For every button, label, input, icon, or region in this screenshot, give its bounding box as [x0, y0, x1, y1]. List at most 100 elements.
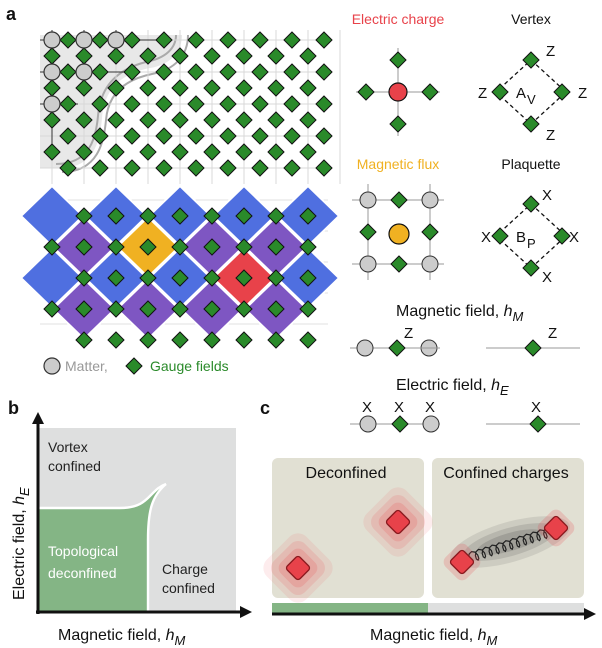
plaquette-title: Plaquette	[501, 156, 560, 172]
gauge-field	[91, 127, 109, 145]
gauge-field	[315, 31, 333, 49]
plaquette-operator: X X X X B P	[481, 187, 579, 286]
electric-charge-title: Electric charge	[352, 11, 445, 27]
gauge-field	[123, 127, 141, 145]
gauge-field	[187, 127, 205, 145]
plaquette-b-sub: P	[527, 236, 536, 251]
gauge-field	[75, 238, 93, 256]
vertex-z-left: Z	[478, 85, 487, 102]
gauge-field	[91, 95, 109, 113]
gauge-field	[171, 111, 189, 129]
panel-b-label: b	[8, 398, 19, 418]
confined-bar	[428, 603, 584, 613]
gauge-field	[219, 159, 237, 177]
plaquette-b: B	[516, 229, 526, 246]
gauge-field	[203, 238, 221, 256]
gauge-field	[171, 331, 189, 349]
gauge-field	[123, 95, 141, 113]
gauge-field	[219, 95, 237, 113]
gauge-field	[139, 207, 157, 225]
gauge-field	[139, 47, 157, 65]
gauge-field	[187, 95, 205, 113]
gauge-field	[267, 143, 285, 161]
gauge-field	[299, 331, 317, 349]
gauge-field	[171, 300, 189, 318]
gauge-field	[91, 159, 109, 177]
confined-title: Confined charges	[443, 465, 568, 482]
matter-site	[75, 63, 93, 81]
gauge-field	[171, 207, 189, 225]
gauge-field	[251, 31, 269, 49]
gauge-field	[59, 159, 77, 177]
legend: Matter, Gauge fields	[43, 357, 229, 375]
matter-site	[75, 31, 93, 49]
gauge-field	[43, 111, 61, 129]
gauge-field	[235, 238, 253, 256]
gauge-field	[171, 269, 189, 287]
gauge-field	[235, 79, 253, 97]
gauge-field	[315, 95, 333, 113]
gauge-field	[267, 79, 285, 97]
gauge-field	[107, 207, 125, 225]
matter-site	[43, 31, 61, 49]
magnetic-z-matter: Z	[404, 325, 413, 342]
gauge-field	[171, 79, 189, 97]
gauge-field	[203, 143, 221, 161]
gauge-field	[59, 95, 77, 113]
gauge-field	[75, 111, 93, 129]
vertex-a-sub: V	[527, 92, 536, 107]
gauge-field	[187, 31, 205, 49]
gauge-field	[219, 31, 237, 49]
deconfined-box	[272, 458, 424, 598]
vertex-operator: Z Z Z Z A V	[478, 43, 587, 144]
gauge-field	[139, 238, 157, 256]
gauge-field	[235, 300, 253, 318]
gauge-field	[75, 207, 93, 225]
gauge-field	[315, 127, 333, 145]
gauge-field	[139, 300, 157, 318]
gauge-field	[235, 47, 253, 65]
gauge-field	[59, 31, 77, 49]
gauge-field	[155, 95, 173, 113]
vertex-a: A	[516, 85, 526, 102]
gauge-field	[203, 331, 221, 349]
gauge-field	[155, 31, 173, 49]
magnetic-z-gauge: Z	[548, 325, 557, 342]
gauge-field	[107, 111, 125, 129]
free-charge-1	[263, 533, 333, 603]
confinement-xlabel: Magnetic field, hM	[370, 627, 498, 648]
vertex-z-bottom: Z	[546, 127, 555, 144]
electric-field-term: Electric field, hE X X X X	[350, 377, 580, 433]
gauge-field	[299, 47, 317, 65]
panel-a-label: a	[6, 4, 17, 24]
gauge-field	[251, 63, 269, 81]
gauge-field	[107, 331, 125, 349]
gauge-field	[139, 269, 157, 287]
charge-label-2: confined	[162, 580, 215, 596]
phase-diagram: Vortex confined Topological deconfined C…	[11, 412, 252, 648]
gauge-field	[59, 63, 77, 81]
vertex-title: Vertex	[511, 11, 551, 27]
gauge-field	[155, 127, 173, 145]
gauge-field	[283, 31, 301, 49]
gauge-field	[299, 79, 317, 97]
gauge-field	[91, 63, 109, 81]
gauge-field	[171, 47, 189, 65]
plaquette-x-left: X	[481, 229, 491, 246]
gauge-field	[155, 63, 173, 81]
magnetic-flux-operator	[352, 184, 444, 280]
electric-x-3: X	[425, 399, 435, 416]
gauge-field	[107, 47, 125, 65]
gauge-field	[235, 111, 253, 129]
gauge-field-markers	[43, 31, 333, 349]
vertex-z-right: Z	[578, 85, 587, 102]
gauge-field	[155, 159, 173, 177]
gauge-field	[267, 238, 285, 256]
matter-site	[107, 31, 125, 49]
gauge-field	[299, 269, 317, 287]
gauge-field	[91, 31, 109, 49]
gauge-field	[171, 143, 189, 161]
gauge-field	[43, 143, 61, 161]
electric-x-1: X	[362, 399, 372, 416]
